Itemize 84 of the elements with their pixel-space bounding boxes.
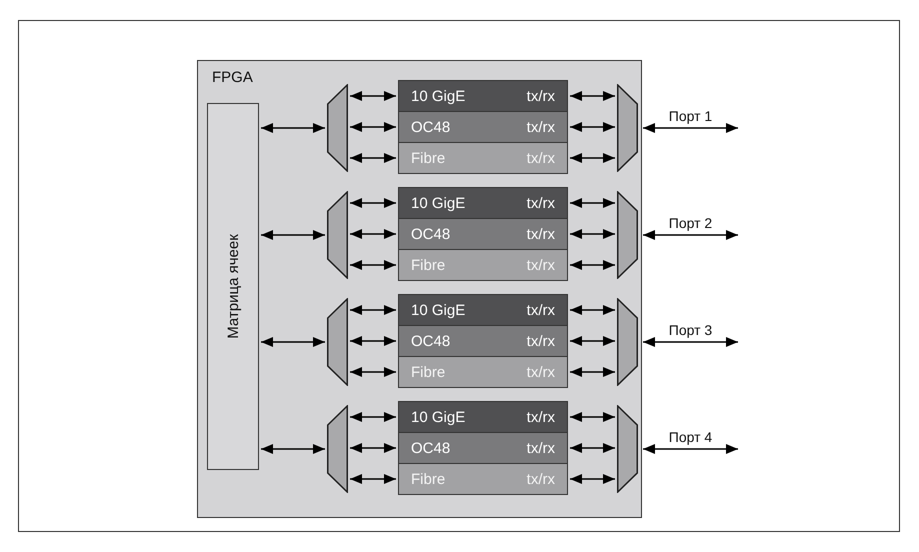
interface-block [398,356,568,388]
double-arrow [350,367,396,377]
interface-label: tx/rx [526,302,555,318]
interface-block [398,187,568,219]
interface-block [398,401,568,433]
interface-name: Fibre [411,364,446,380]
interface-label: tx/rx [526,194,555,212]
interface-block [398,463,568,495]
double-arrow [350,336,396,346]
double-arrow [643,337,738,347]
double-arrow [570,122,615,132]
double-arrow [570,153,615,163]
double-arrow [643,444,738,454]
multiplexer-shape [617,191,638,279]
double-arrow [261,444,325,454]
interface-block [398,249,568,281]
interface-block [398,432,568,464]
interface-label: tx/rx [526,226,555,242]
multiplexer-shape [327,84,348,172]
interface-name: 10 GigE [411,88,466,104]
interface-label: tx/rx [526,88,555,104]
double-arrow [350,122,396,132]
interface-name: Fibre [411,470,446,488]
interface-label: tx/rx [526,332,555,350]
interface-name: OC48 [411,440,450,456]
double-arrow [570,305,615,315]
interface-block [398,325,568,357]
multiplexer-shape [327,405,348,493]
interface-label: tx/rx [526,408,555,426]
block-title: FPGA [212,69,253,86]
double-arrow [570,336,615,346]
double-arrow [350,91,396,101]
double-arrow [350,412,396,422]
double-arrow [350,474,396,484]
multiplexer-shape [327,191,348,279]
double-arrow [570,367,615,377]
interface-name: Fibre [411,150,446,166]
multiplexer-shape [617,84,638,172]
double-arrow [350,260,396,270]
double-arrow [570,229,615,239]
interface-name: OC48 [411,226,450,242]
interface-block [398,294,568,326]
matrix-block [207,103,259,470]
port-label: Порт 1 [666,108,714,124]
double-arrow [350,229,396,239]
interface-block [398,80,568,112]
multiplexer-shape [617,405,638,493]
interface-block [398,218,568,250]
port-label: Порт 4 [666,429,714,445]
interface-label: tx/rx [526,440,555,456]
interface-name: 10 GigE [411,194,466,212]
interface-label: tx/rx [526,470,555,488]
double-arrow [643,123,738,133]
interface-name: Fibre [411,256,446,274]
interface-block [398,111,568,143]
double-arrow [570,474,615,484]
chip-block [197,60,642,518]
double-arrow [350,153,396,163]
double-arrow [570,91,615,101]
interface-name: 10 GigE [411,302,466,318]
double-arrow [570,443,615,453]
double-arrow [570,260,615,270]
block-label: Матрица ячеек [224,234,242,339]
interface-label: tx/rx [526,118,555,136]
interface-block [398,142,568,174]
double-arrow [570,198,615,208]
interface-label: tx/rx [526,256,555,274]
interface-label: tx/rx [526,364,555,380]
double-arrow [570,412,615,422]
multiplexer-shape [617,298,638,386]
double-arrow [261,337,325,347]
interface-name: OC48 [411,332,450,350]
interface-name: OC48 [411,118,450,136]
interface-name: 10 GigE [411,408,466,426]
double-arrow [261,123,325,133]
double-arrow [643,230,738,240]
double-arrow [350,305,396,315]
double-arrow [350,443,396,453]
multiplexer-shape [327,298,348,386]
interface-label: tx/rx [526,150,555,166]
port-label: Порт 2 [666,215,714,231]
double-arrow [350,198,396,208]
double-arrow [261,230,325,240]
port-label: Порт 3 [666,322,714,338]
